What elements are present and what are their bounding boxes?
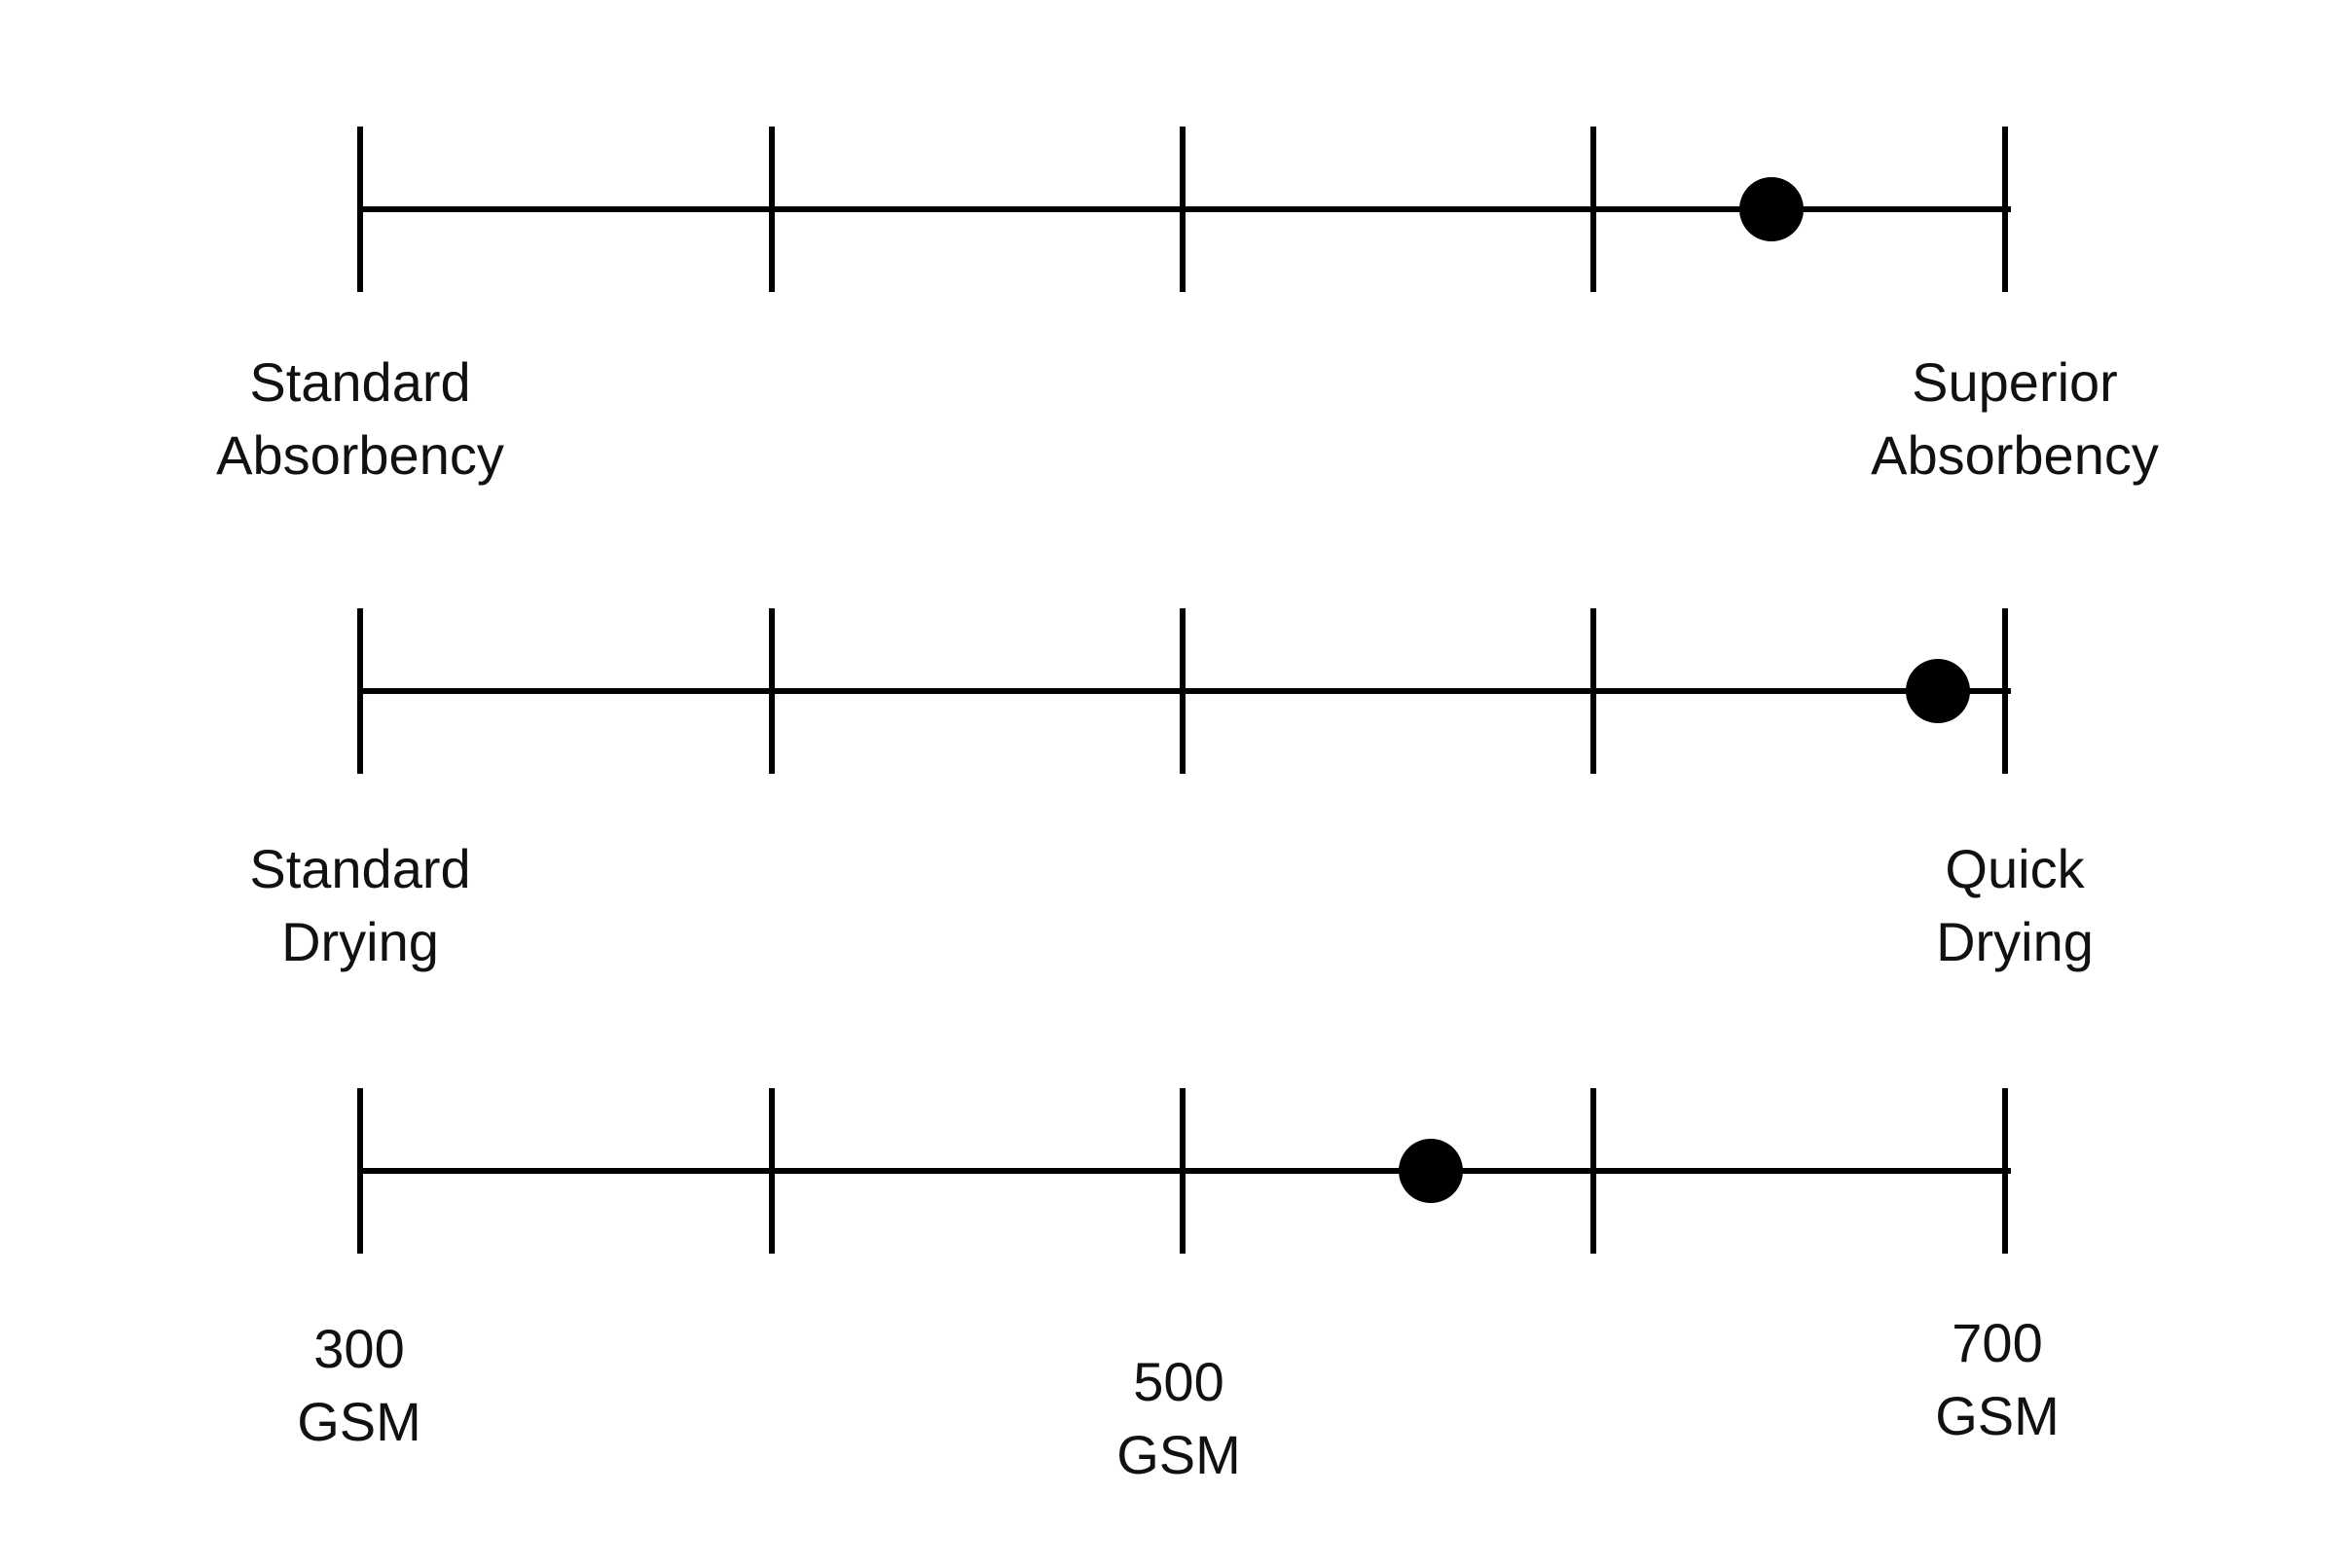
absorbency-axis xyxy=(0,127,2336,292)
gsm-label-500: 500 GSM xyxy=(955,1345,1403,1491)
drying-marker-dot[interactable] xyxy=(1906,659,1970,723)
gsm-tick-1 xyxy=(769,1088,775,1254)
gsm-marker-dot[interactable] xyxy=(1399,1139,1463,1203)
gsm-axis xyxy=(0,1088,2336,1254)
absorbency-left-label-line1: Standard xyxy=(249,351,471,413)
drying-left-label: Standard Drying xyxy=(88,832,633,978)
drying-right-label-line2: Drying xyxy=(1936,911,2094,973)
absorbency-right-label: Superior Absorbency xyxy=(1742,346,2287,492)
drying-left-label-line1: Standard xyxy=(249,838,471,899)
absorbency-spine xyxy=(360,206,2011,212)
gsm-label-500-value: 500 xyxy=(1133,1351,1224,1412)
absorbency-tick-3 xyxy=(1590,127,1596,292)
absorbency-tick-0 xyxy=(357,127,363,292)
gsm-tick-3 xyxy=(1590,1088,1596,1254)
absorbency-left-label: Standard Absorbency xyxy=(88,346,633,492)
absorbency-tick-4 xyxy=(2002,127,2008,292)
gsm-label-700-value: 700 xyxy=(1952,1312,2043,1373)
drying-axis xyxy=(0,608,2336,774)
gsm-label-700: 700 GSM xyxy=(1773,1306,2221,1452)
absorbency-marker-dot[interactable] xyxy=(1739,177,1804,241)
gsm-tick-4 xyxy=(2002,1088,2008,1254)
drying-tick-3 xyxy=(1590,608,1596,774)
gsm-label-300: 300 GSM xyxy=(135,1312,583,1458)
absorbency-right-label-line1: Superior xyxy=(1912,351,2118,413)
drying-right-label-line1: Quick xyxy=(1945,838,2085,899)
drying-tick-2 xyxy=(1180,608,1186,774)
absorbency-left-label-line2: Absorbency xyxy=(216,424,504,487)
gsm-tick-0 xyxy=(357,1088,363,1254)
gsm-label-500-unit: GSM xyxy=(1116,1424,1241,1486)
drying-tick-1 xyxy=(769,608,775,774)
absorbency-tick-2 xyxy=(1180,127,1186,292)
drying-spine xyxy=(360,688,2011,694)
drying-tick-0 xyxy=(357,608,363,774)
gsm-spine xyxy=(360,1168,2011,1174)
gsm-label-700-unit: GSM xyxy=(1935,1385,2060,1447)
gsm-label-300-value: 300 xyxy=(313,1318,405,1379)
gsm-tick-2 xyxy=(1180,1088,1186,1254)
drying-right-label: Quick Drying xyxy=(1742,832,2287,978)
absorbency-tick-1 xyxy=(769,127,775,292)
gsm-label-300-unit: GSM xyxy=(297,1391,421,1453)
drying-tick-4 xyxy=(2002,608,2008,774)
drying-left-label-line2: Drying xyxy=(281,911,439,973)
absorbency-right-label-line2: Absorbency xyxy=(1871,424,2159,487)
